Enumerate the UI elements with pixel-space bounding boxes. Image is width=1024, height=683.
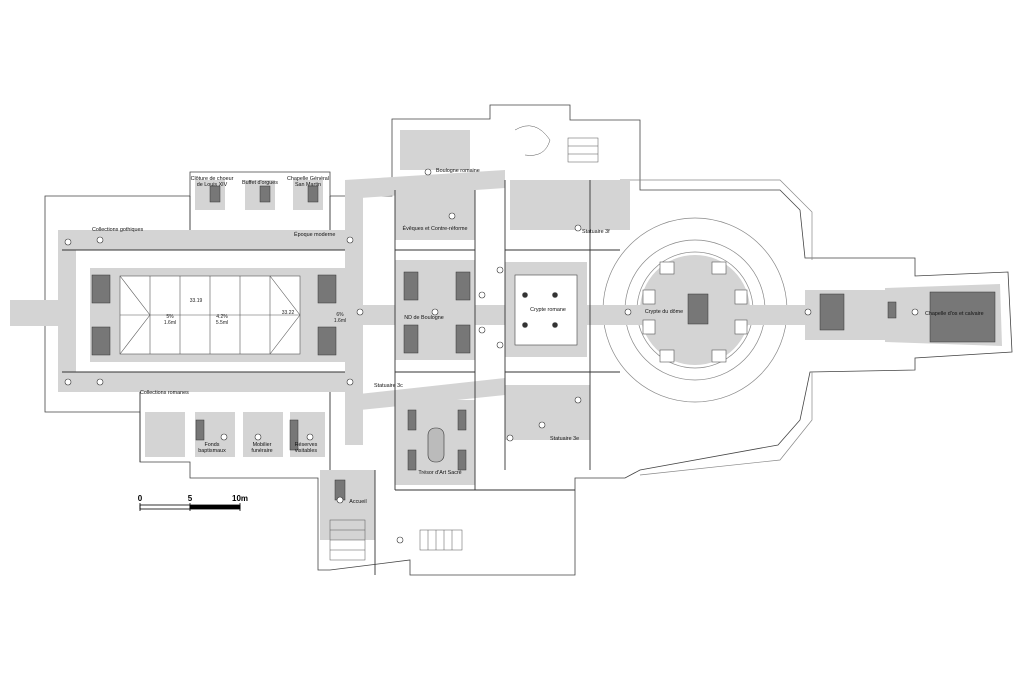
dome-niches [642,261,748,363]
label-cloture: Clôture de choeur de Louis XIV [190,176,234,188]
nave-grid [119,275,301,355]
stairs [329,125,599,561]
label-reserves: Réserves visitables [294,442,318,454]
label-statuaire-3f: Statuaire 3f [582,229,610,235]
label-epoque-moderne: Époque moderne [294,232,336,238]
label-collections-gothiques: Collections gothiques [92,227,144,233]
label-tresor: Trésor d'Art Sacré [418,470,462,476]
label-statuaire-3c: Statuaire 3c [374,383,403,389]
label-accueil: Accueil [349,499,367,505]
crypte-romane-box [514,274,578,346]
label-chapelle-calvaire: Chapelle d'os et calvaire [925,311,984,317]
nave-pct-2: 4.2% [216,314,228,320]
label-boulogne-romaine: Boulogne romaine [436,168,480,174]
label-mobilier-funeraire: Mobilier funéraire [251,442,273,454]
scale-label-5: 5 [187,494,193,503]
nave-len-1: 1.6ml [163,320,177,326]
scale-label-0: 0 [137,494,143,503]
info-markers [64,168,919,544]
nave-number-1: 33.19 [189,298,203,304]
nave-len-2: 5.5ml [215,320,229,326]
nave-number-2: 33.22 [281,310,295,316]
interior-walls [62,180,620,575]
dark-elements [91,185,996,501]
scale-label-10: 10m [231,494,249,503]
nave-pct-3: 6% [336,312,344,318]
tresor-vitrine [427,427,445,463]
label-crypte-dome: Crypte du dôme [644,309,684,315]
scale-bar [139,503,241,511]
nave-len-3: 1.6ml [333,318,347,324]
label-collections-romanes: Collections romanes [140,390,189,396]
nave-pct-1: 5% [166,314,174,320]
label-statuaire-3e: Statuaire 3e [550,436,580,442]
label-eveques: Évêques et Contre-réforme [402,226,468,232]
label-buffet: Buffet d'orgues [242,180,278,186]
label-crypte-romane: Crypte romane [530,307,566,313]
label-chapelle-martin: Chapelle Général San Martin [287,176,329,188]
label-nd-boulogne: ND de Boulogne [404,315,444,321]
label-fonds-baptismaux: Fonds baptismaux [198,442,226,454]
